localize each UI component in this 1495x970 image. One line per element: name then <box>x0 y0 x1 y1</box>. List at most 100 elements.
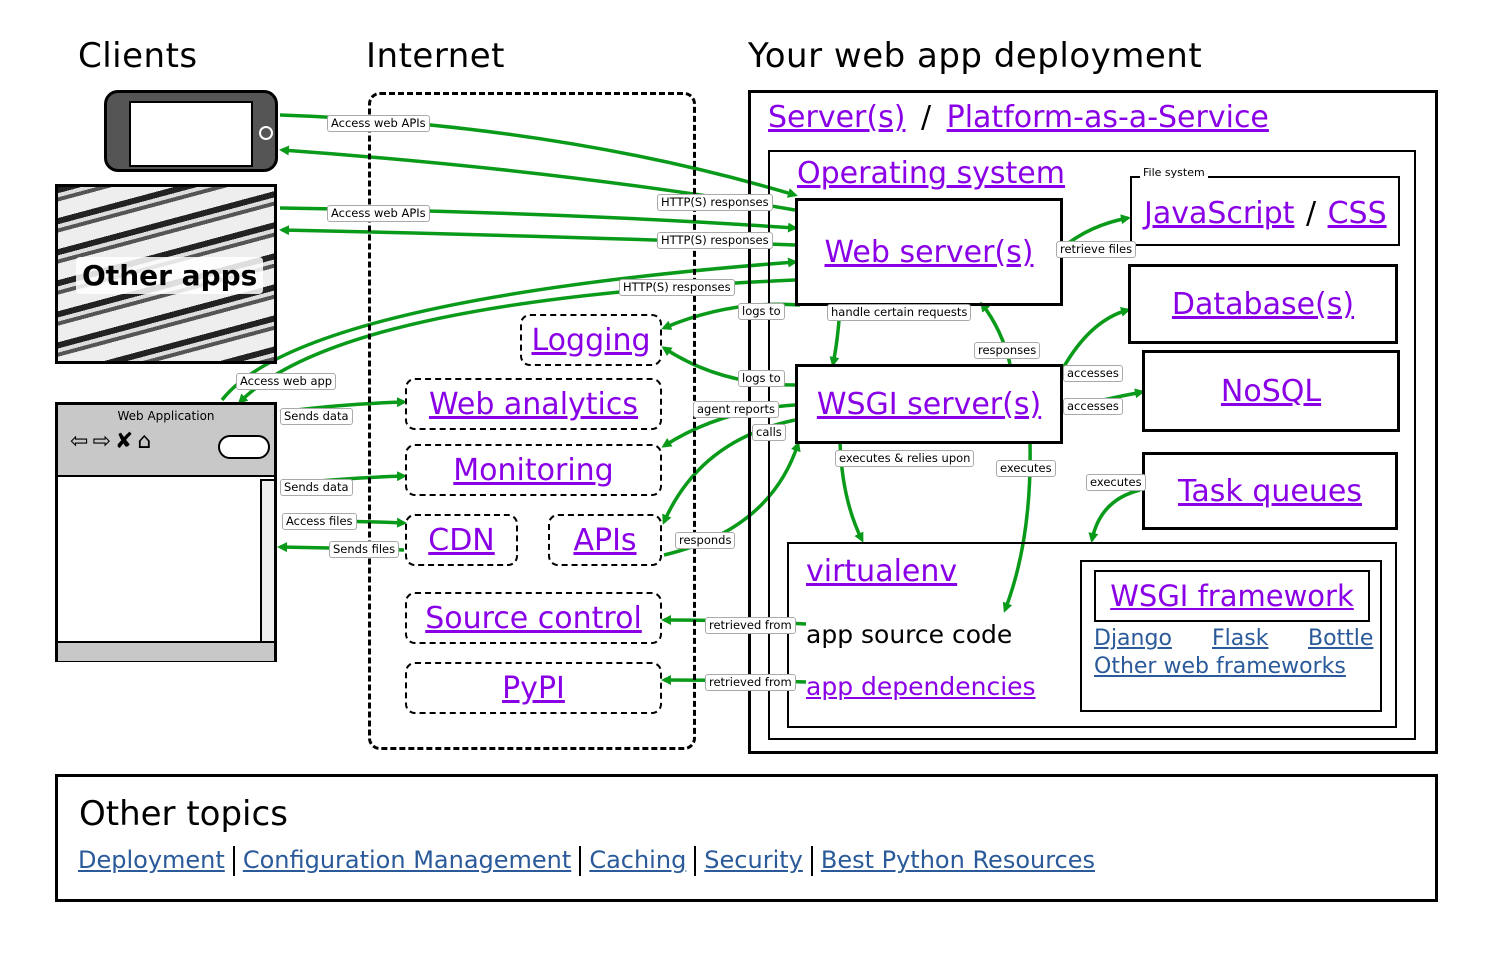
browser-toolbar: Web Application ⇦⇨✘⌂ <box>58 405 274 477</box>
django-link[interactable]: Django <box>1094 626 1172 651</box>
bottle-link[interactable]: Bottle <box>1308 626 1374 651</box>
edge-label: logs to <box>738 303 785 320</box>
edge-label: retrieve files <box>1056 241 1137 258</box>
browser-nav-icons: ⇦⇨✘⌂ <box>70 429 155 454</box>
logging-link[interactable]: Logging <box>531 322 651 358</box>
caching-topic-link[interactable]: Caching <box>589 846 687 874</box>
deployment-heading: Your web app deployment <box>748 36 1203 76</box>
edge-label: handle certain requests <box>827 304 972 321</box>
stop-icon[interactable]: ✘ <box>114 429 138 454</box>
task-queues-box: Task queues <box>1142 452 1398 530</box>
forward-icon[interactable]: ⇨ <box>92 429 115 454</box>
task-queues-link[interactable]: Task queues <box>1178 473 1362 509</box>
internet-boundary <box>368 92 696 750</box>
apis-link[interactable]: APIs <box>573 522 637 558</box>
web-app-title: Web Application <box>117 409 215 423</box>
monitoring-box: Monitoring <box>405 444 662 496</box>
apis-box: APIs <box>548 514 662 566</box>
edge-label: Access web APIs <box>327 205 430 222</box>
edge-label: Access web APIs <box>327 115 430 132</box>
nosql-link[interactable]: NoSQL <box>1220 373 1322 409</box>
file-system-box <box>1130 176 1400 246</box>
app-source-code: app source code <box>806 620 1013 649</box>
wsgi-server-link[interactable]: WSGI server(s) <box>816 386 1042 422</box>
wsgi-framework-link[interactable]: WSGI framework <box>1110 579 1354 613</box>
arrow-wsgi-to-database <box>1060 306 1131 371</box>
edge-label: HTTP(S) responses <box>657 194 773 211</box>
phone-screen <box>129 101 253 167</box>
servers-link[interactable]: Server(s) <box>768 100 906 135</box>
database-box: Database(s) <box>1128 264 1398 344</box>
css-link[interactable]: CSS <box>1327 196 1387 231</box>
edge-label: retrieved from <box>705 617 796 634</box>
os-link[interactable]: Operating system <box>797 156 1065 191</box>
file-system-label: File system <box>1140 166 1208 179</box>
cdn-box: CDN <box>405 514 518 566</box>
edge-label: executes <box>1086 474 1146 491</box>
back-icon[interactable]: ⇦ <box>70 429 93 454</box>
js-css-line: JavaScript / CSS <box>1144 196 1387 231</box>
nosql-box: NoSQL <box>1142 350 1400 432</box>
edge-label: logs to <box>738 370 785 387</box>
edge-label: responds <box>675 532 736 549</box>
deployment-topic-link[interactable]: Deployment <box>78 846 225 874</box>
browser-status-bar <box>58 641 274 661</box>
monitoring-link[interactable]: Monitoring <box>453 452 614 488</box>
edge-label: agent reports <box>693 401 779 418</box>
servers-line: Server(s) / Platform-as-a-Service <box>768 100 1269 135</box>
security-topic-link[interactable]: Security <box>704 846 803 874</box>
cdn-link[interactable]: CDN <box>428 522 495 558</box>
edge-label: Sends data <box>280 408 353 425</box>
other-topics-links: Deployment Configuration Management Cachin… <box>78 846 1095 876</box>
framework-outer-box <box>1080 560 1382 712</box>
home-icon[interactable]: ⌂ <box>137 429 156 454</box>
web-server-box: Web server(s) <box>795 198 1063 306</box>
edge-label: HTTP(S) responses <box>657 232 773 249</box>
os-box <box>768 150 1416 740</box>
edge-label: calls <box>752 424 786 441</box>
best-python-resources-topic-link[interactable]: Best Python Resources <box>820 846 1096 874</box>
database-link[interactable]: Database(s) <box>1171 286 1355 322</box>
app-dependencies-link[interactable]: app dependencies <box>806 672 1036 701</box>
pypi-link[interactable]: PyPI <box>502 670 565 706</box>
phone-home-button-icon <box>259 126 273 140</box>
edge-label: retrieved from <box>705 674 796 691</box>
clients-heading: Clients <box>78 36 198 76</box>
config-management-topic-link[interactable]: Configuration Management <box>242 846 572 874</box>
edge-label: executes & relies upon <box>835 450 975 467</box>
internet-heading: Internet <box>366 36 506 76</box>
edge-label: HTTP(S) responses <box>619 279 735 296</box>
arrow-taskqueue-to-framework <box>1088 488 1141 543</box>
web-server-link[interactable]: Web server(s) <box>824 234 1034 270</box>
logging-box: Logging <box>520 314 662 366</box>
edge-label: Access web app <box>236 373 337 390</box>
pypi-box: PyPI <box>405 662 662 714</box>
web-application-window: Web Application ⇦⇨✘⌂ <box>55 402 277 662</box>
edge-label: executes <box>996 460 1056 477</box>
other-apps-client: Other apps <box>55 184 277 364</box>
web-analytics-box: Web analytics <box>405 378 662 430</box>
browser-search-field[interactable] <box>218 435 270 459</box>
flask-link[interactable]: Flask <box>1212 626 1269 651</box>
web-analytics-link[interactable]: Web analytics <box>428 386 639 422</box>
edge-label: accesses <box>1063 398 1123 415</box>
other-topics-box <box>55 774 1438 902</box>
source-control-link[interactable]: Source control <box>425 600 642 636</box>
other-apps-label: Other apps <box>76 257 264 294</box>
edge-label: responses <box>974 342 1041 359</box>
edge-label: Sends data <box>280 479 353 496</box>
paas-link[interactable]: Platform-as-a-Service <box>946 100 1269 135</box>
source-control-box: Source control <box>405 592 662 644</box>
servers-slash: / <box>920 100 932 135</box>
virtualenv-link[interactable]: virtualenv <box>806 554 958 589</box>
javascript-link[interactable]: JavaScript <box>1144 196 1295 231</box>
other-frameworks-link[interactable]: Other web frameworks <box>1094 654 1346 679</box>
phone-client <box>104 90 278 172</box>
edge-label: Sends files <box>329 541 400 558</box>
js-css-slash: / <box>1305 196 1317 231</box>
edge-label: Access files <box>282 513 357 530</box>
wsgi-server-box: WSGI server(s) <box>795 364 1063 444</box>
scrollbar[interactable] <box>260 479 276 643</box>
other-topics-title: Other topics <box>79 794 288 834</box>
wsgi-framework-box: WSGI framework <box>1094 570 1370 622</box>
